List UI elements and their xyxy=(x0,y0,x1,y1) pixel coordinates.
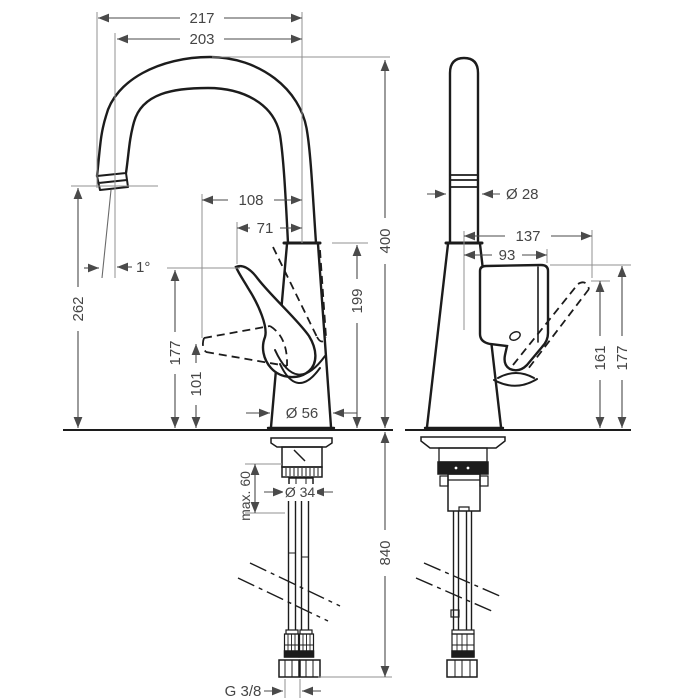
dim-label-tap-hole-diameter: Ø 34 xyxy=(285,484,316,500)
dim-label-spout-tilt: 1° xyxy=(136,259,150,276)
dim-label-body-height: 199 xyxy=(349,288,366,313)
extension-lines xyxy=(71,12,631,698)
handle-motion-dashed xyxy=(201,246,327,367)
dim-label-handle-height-front: 177 xyxy=(614,345,631,370)
spout-column xyxy=(448,56,480,245)
handle-button xyxy=(509,331,521,341)
mounting-side-view xyxy=(270,437,333,678)
dim-label-spout-reach: 203 xyxy=(189,31,214,48)
dim-label-handle-swing-reach: 137 xyxy=(515,228,540,245)
dim-label-spout-diameter: Ø 28 xyxy=(506,186,539,203)
spout-inner-arc xyxy=(124,86,290,245)
break-lines-front xyxy=(415,562,503,613)
handle-collar xyxy=(274,349,326,385)
handle-lever xyxy=(234,264,317,379)
mounting-front-view xyxy=(420,436,506,678)
dim-label-hose-length: 840 xyxy=(377,540,394,565)
aerator-lines xyxy=(449,174,479,188)
spout-outlet xyxy=(96,172,129,191)
dim-label-max-deck-thickness: max. 60 xyxy=(237,471,253,521)
dim-label-handle-tip-height: 177 xyxy=(167,340,184,365)
dim-label-base-diameter: Ø 56 xyxy=(286,405,319,422)
dimension-lines xyxy=(73,13,627,696)
dim-label-overall-reach: 217 xyxy=(189,10,214,27)
break-lines-side xyxy=(237,562,341,622)
handle-swing-dashed xyxy=(512,281,590,370)
dim-label-handle-reach-front: 93 xyxy=(499,247,516,264)
side-view-faucet xyxy=(95,55,336,430)
handle-pivot-collar xyxy=(493,372,538,387)
dim-label-handle-reach: 71 xyxy=(257,220,274,237)
spout-outer-arc xyxy=(95,55,318,245)
dim-label-handle-swing-height: 161 xyxy=(592,345,609,370)
dim-label-outlet-height: 262 xyxy=(70,296,87,321)
dim-label-connection-thread: G 3/8 xyxy=(225,683,262,700)
dimension-labels: 217 203 108 71 1° 262 177 101 199 400 Ø … xyxy=(70,10,631,700)
dim-label-handle-low-height: 101 xyxy=(188,371,205,396)
tilt-reference-lines xyxy=(101,189,112,279)
dim-label-handle-reach-max: 108 xyxy=(238,192,263,209)
dim-label-overall-height: 400 xyxy=(377,228,394,253)
label-backgrounds xyxy=(70,10,630,576)
